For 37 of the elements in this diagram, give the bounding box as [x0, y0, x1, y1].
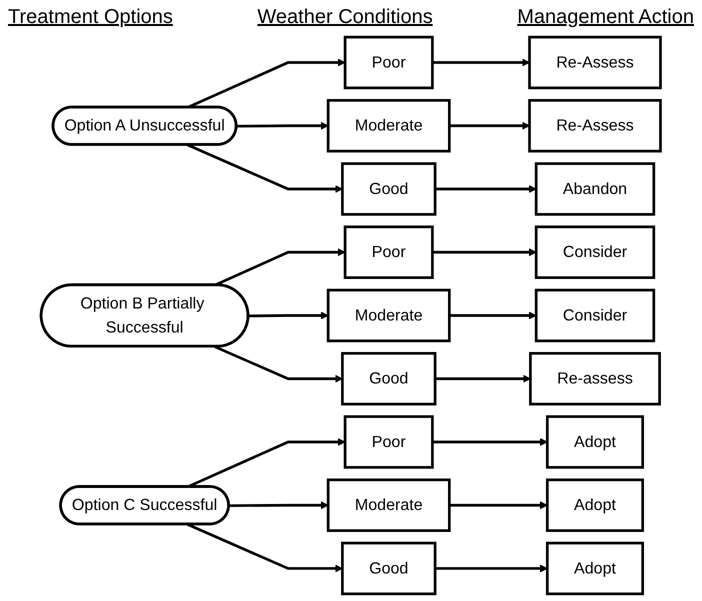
node-box: Moderate — [327, 478, 451, 532]
column-heading: Treatment Options — [8, 6, 173, 30]
arrow — [450, 122, 530, 130]
node-box: Moderate — [327, 99, 451, 152]
arrow — [450, 312, 537, 320]
node-box: Moderate — [327, 288, 451, 342]
node-box: Poor — [344, 36, 434, 90]
arrow — [236, 122, 329, 130]
arrow — [432, 248, 537, 256]
node-box: Consider — [535, 226, 656, 279]
arrow — [214, 345, 343, 383]
node-box: Adopt — [546, 415, 644, 469]
node-box: Consider — [535, 288, 656, 342]
arrow — [435, 564, 548, 572]
arrow — [435, 374, 531, 383]
arrow — [214, 248, 346, 286]
arrow — [187, 523, 343, 572]
arrow — [435, 185, 537, 193]
node-box: Good — [341, 352, 437, 406]
node-box: Good — [341, 162, 437, 216]
node-box: Adopt — [546, 478, 644, 532]
node-box: Re-assess — [529, 352, 662, 406]
node-box: Abandon — [535, 162, 656, 216]
column-heading: Management Action — [517, 6, 694, 30]
arrow — [450, 501, 548, 510]
arrow — [187, 144, 343, 193]
node-box: Poor — [344, 415, 434, 469]
arrow — [248, 312, 329, 320]
arrow — [229, 501, 329, 510]
node-box: Adopt — [546, 542, 644, 596]
column-heading: Weather Conditions — [257, 6, 433, 30]
arrow — [432, 438, 548, 446]
arrow — [432, 58, 530, 66]
node-box: Re-Assess — [528, 99, 662, 152]
node-box: Good — [341, 542, 437, 596]
node-box: Re-Assess — [528, 36, 662, 90]
node-box: Poor — [344, 226, 434, 279]
